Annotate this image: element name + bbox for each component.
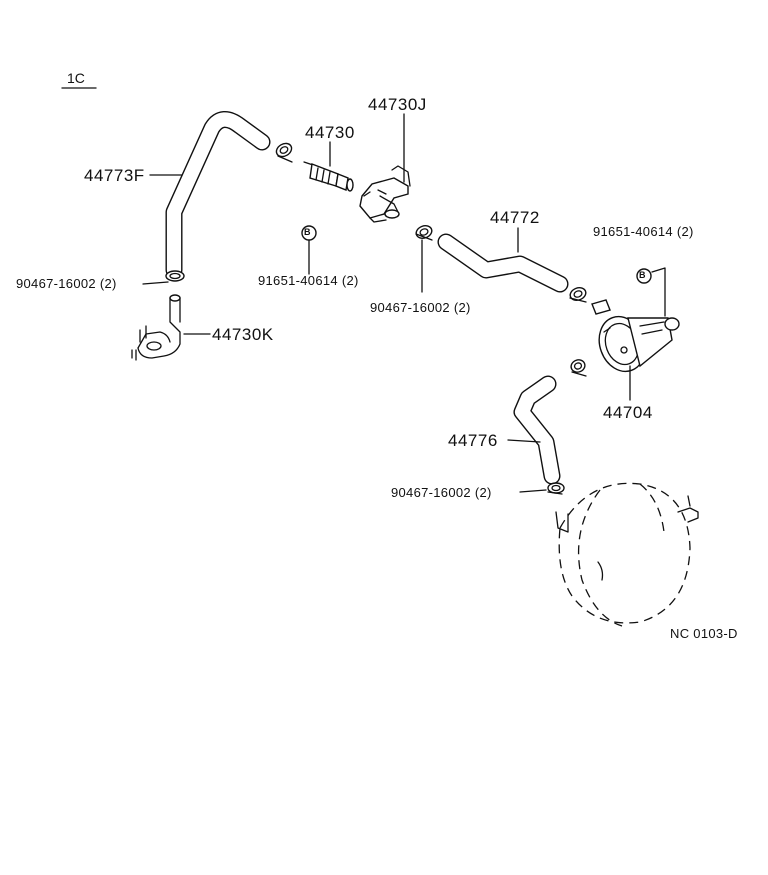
section-ref-label: 1C [67,70,85,86]
union-44730j [359,165,411,223]
bolt-marker-center-letter: B [304,227,311,237]
leader-clamp-left [142,281,169,285]
label-bolt-center: 91651-40614 (2) [258,273,359,288]
hose-44773f [165,111,271,279]
clamp-left-upper [275,142,293,163]
leader-bolt-right [651,267,666,317]
leader-44776 [507,439,541,443]
hose-44772 [437,233,569,293]
label-clamp-lower: 90467-16002 (2) [391,485,492,500]
label-44776: 44776 [448,431,498,450]
hose-44776 [513,375,561,485]
brake-booster-outline [555,482,699,627]
check-valve-44730 [303,161,354,192]
label-44772: 44772 [490,208,540,227]
clamp-left-lower [165,270,185,282]
clamp-center [415,225,433,241]
clamp-lower [547,482,565,495]
label-44730k: 44730K [212,325,274,344]
clamp-right-upper [569,287,587,303]
bolt-marker-right [636,268,652,284]
clamp-right-lower [570,359,587,377]
bolt-marker-center [301,225,317,241]
label-clamp-center: 90467-16002 (2) [370,300,471,315]
vacuum-pump-44704 [598,315,680,373]
pump-inlet-nipple [591,299,611,315]
label-44704: 44704 [603,403,653,422]
union-44730k [131,294,181,361]
drawing-code: NC 0103-D [670,626,738,641]
label-44730: 44730 [305,123,355,142]
leader-clamp-lower [519,489,547,493]
label-clamp-left: 90467-16002 (2) [16,276,117,291]
label-44773f: 44773F [84,166,145,185]
label-bolt-right: 91651-40614 (2) [593,224,694,239]
label-44730j: 44730J [368,95,427,114]
bolt-marker-right-letter: B [639,270,646,280]
